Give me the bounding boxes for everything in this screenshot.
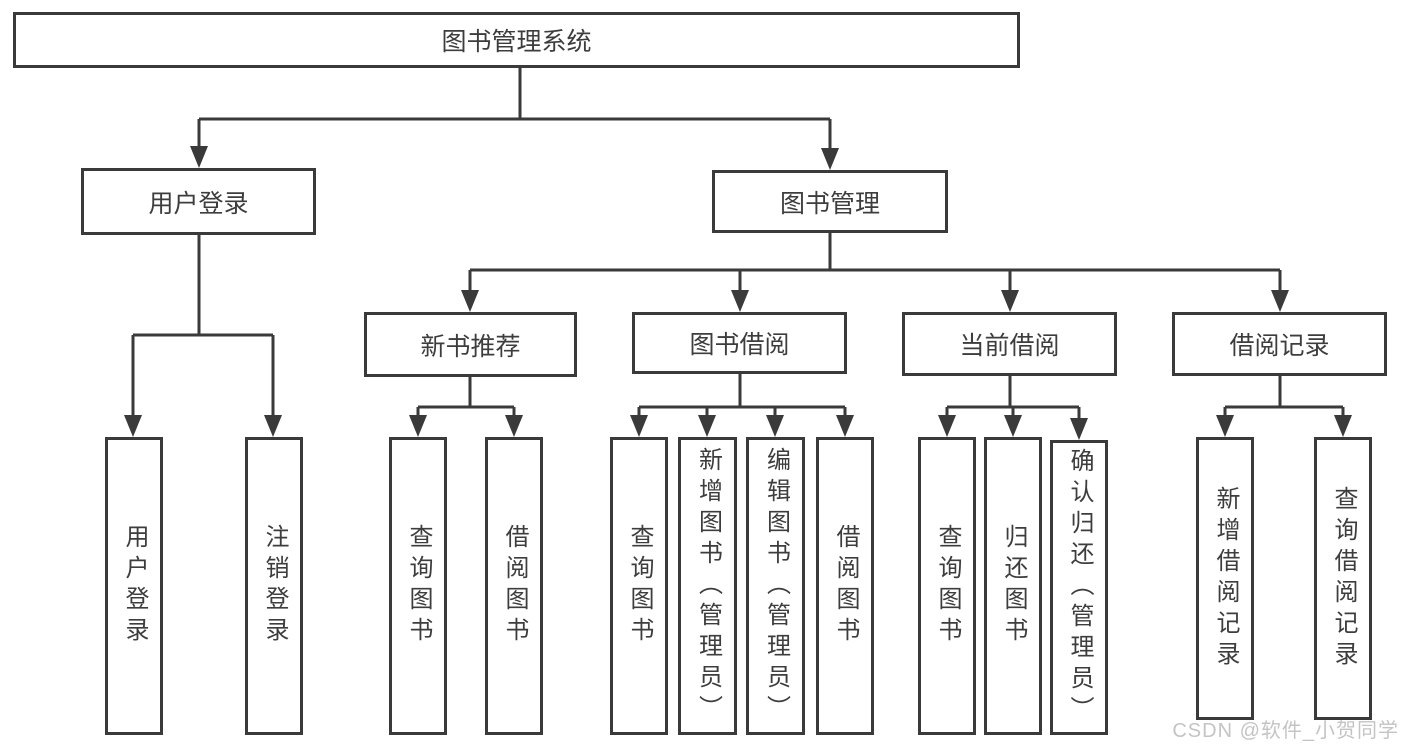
leaf-label: 编辑图书（管理员） <box>762 446 790 726</box>
leaf-label: 查询图书 <box>934 524 961 648</box>
node-label: 借阅记录 <box>1229 332 1330 360</box>
node-current-borrow: 当前借阅 <box>902 312 1117 376</box>
leaf-logout: 注销登录 <box>245 437 303 735</box>
leaf-label: 归还图书 <box>1000 524 1027 648</box>
leaf-label: 借阅图书 <box>501 524 528 648</box>
leaf-current-return-books: 归还图书 <box>984 437 1042 735</box>
leaf-recommend-borrow-books: 借阅图书 <box>485 437 543 735</box>
leaf-login: 用户登录 <box>105 437 163 735</box>
node-user-login: 用户登录 <box>81 168 316 235</box>
leaf-label: 注销登录 <box>261 524 288 648</box>
leaf-borrow-borrow-books: 借阅图书 <box>816 437 874 735</box>
leaf-label: 确认归还（管理员） <box>1066 448 1093 727</box>
leaf-label: 新增图书（管理员） <box>694 446 722 726</box>
node-label: 用户登录 <box>148 189 249 218</box>
leaf-current-query-books: 查询图书 <box>918 437 976 735</box>
leaf-label: 新增借阅记录 <box>1212 485 1239 672</box>
leaf-records-query-record: 查询借阅记录 <box>1314 437 1372 720</box>
leaf-records-add-record: 新增借阅记录 <box>1196 437 1254 720</box>
leaf-label: 借阅图书 <box>832 524 859 648</box>
leaf-label: 查询图书 <box>405 524 432 648</box>
leaf-label: 用户登录 <box>121 524 148 648</box>
leaf-borrow-edit-books-admin: 编辑图书（管理员） <box>746 437 805 735</box>
node-label: 图书管理系统 <box>441 28 592 56</box>
leaf-borrow-add-books-admin: 新增图书（管理员） <box>678 437 737 735</box>
node-label: 图书借阅 <box>689 331 790 359</box>
node-label: 当前借阅 <box>959 332 1060 360</box>
leaf-recommend-query-books: 查询图书 <box>389 437 447 735</box>
leaf-borrow-query-books: 查询图书 <box>610 437 668 735</box>
node-book-mgmt: 图书管理 <box>712 170 948 233</box>
node-borrow-records: 借阅记录 <box>1172 312 1387 376</box>
leaf-label: 查询图书 <box>626 524 653 648</box>
watermark: CSDN @软件_小贺同学 <box>1172 720 1399 742</box>
node-label: 图书管理 <box>779 189 880 218</box>
leaf-current-confirm-return-admin: 确认归还（管理员） <box>1050 440 1108 735</box>
node-new-book-recommend: 新书推荐 <box>364 312 577 377</box>
node-book-borrow: 图书借阅 <box>632 312 847 374</box>
leaf-label: 查询借阅记录 <box>1330 485 1357 672</box>
node-root: 图书管理系统 <box>13 12 1020 68</box>
node-label: 新书推荐 <box>420 332 521 361</box>
